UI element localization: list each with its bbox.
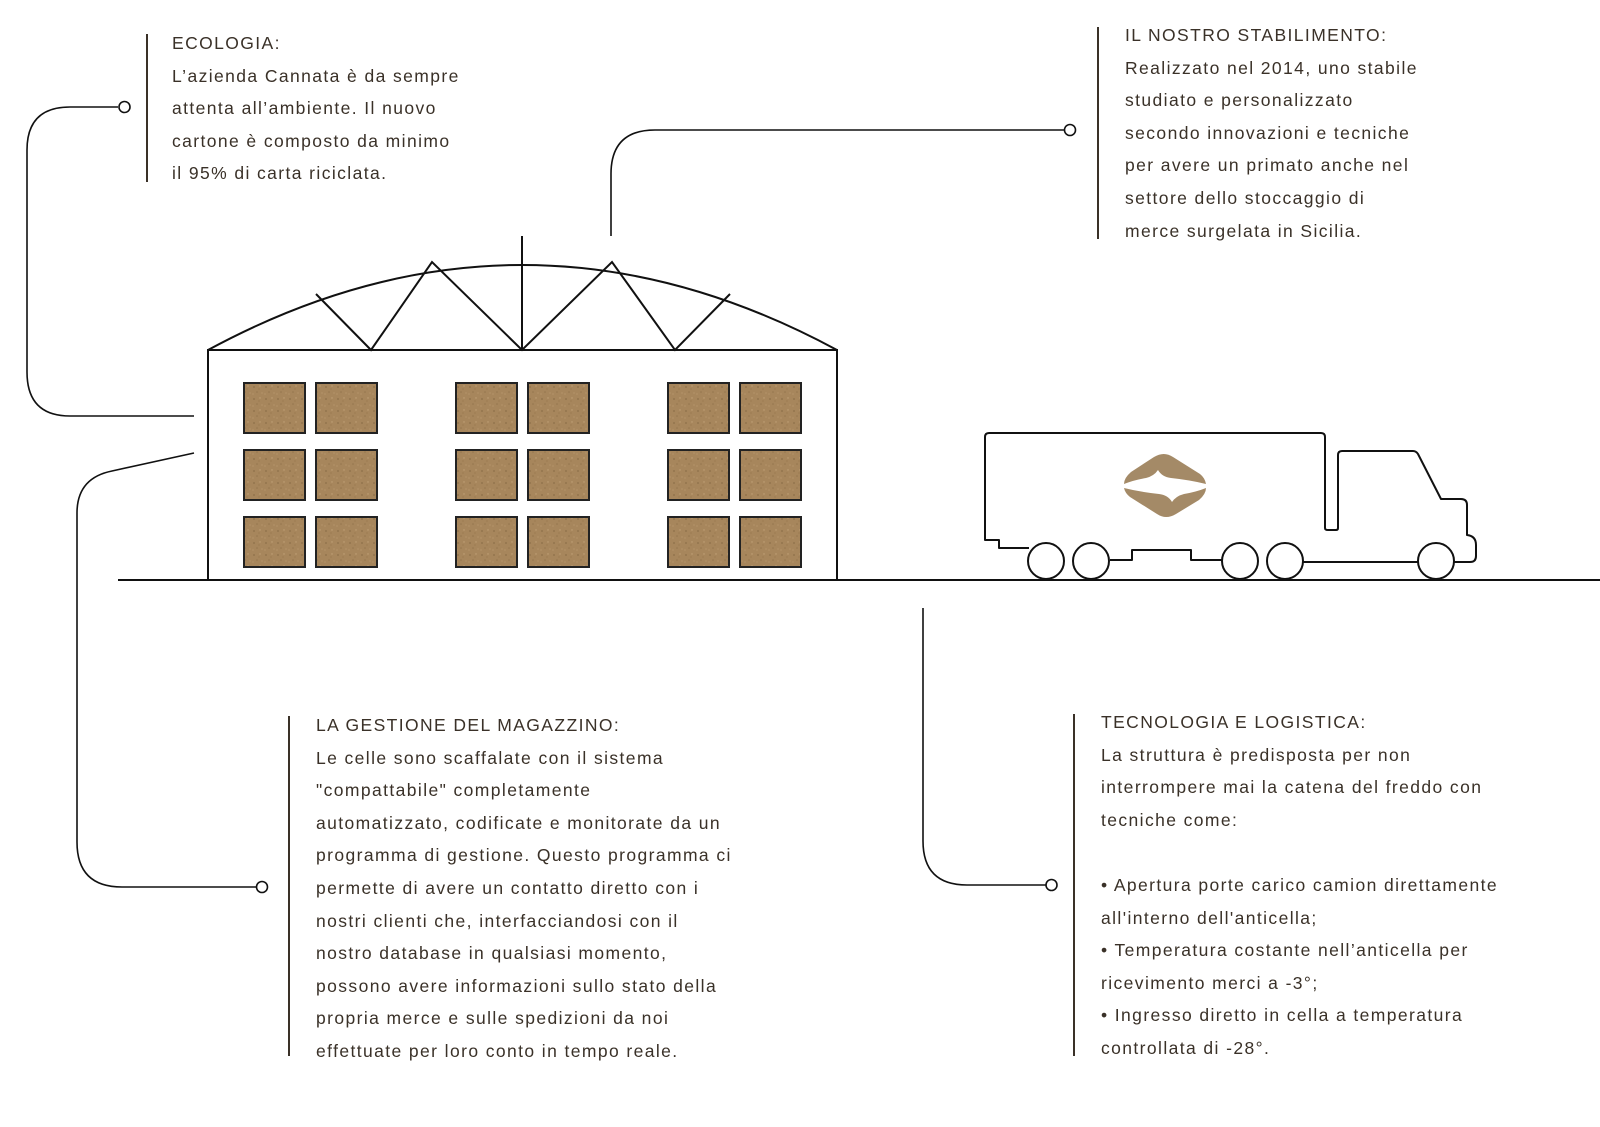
tecnologia-bullet-line: ricevimento merci a -3°; [1101,972,1319,993]
warehouse-icon [207,236,838,580]
magazzino-line: "compattabile" completamente [316,780,592,801]
magazzino-line: nostro database in qualsiasi momento, [316,943,668,964]
magazzino-title: LA GESTIONE DEL MAGAZZINO: [316,715,621,735]
warehouse-boxes [243,382,802,568]
connector-lines [26,106,1064,888]
ecologia-line: cartone è composto da minimo [172,130,451,151]
tecnologia-divider [1073,714,1075,1056]
tecnologia-section: TECNOLOGIA E LOGISTICA: La struttura è p… [1101,706,1581,1065]
magazzino-line: programma di gestione. Questo programma … [316,845,732,866]
stabilimento-section: IL NOSTRO STABILIMENTO: Realizzato nel 2… [1125,19,1485,247]
tecnologia-bullet-line: • Ingresso diretto in cella a temperatur… [1101,1005,1464,1026]
connector-dots [118,100,1077,894]
magazzino-line: nostri clienti che, interfacciandosi con… [316,910,679,931]
magazzino-line: Le celle sono scaffalate con il sistema [316,747,665,768]
stabilimento-line: secondo innovazioni e tecniche [1125,122,1411,143]
ecologia-line: L’azienda Cannata è da sempre [172,65,460,86]
ecologia-section: ECOLOGIA: L’azienda Cannata è da sempre … [172,27,512,190]
stabilimento-title: IL NOSTRO STABILIMENTO: [1125,25,1388,45]
tecnologia-bullet-line: all'interno dell'anticella; [1101,907,1318,928]
ecologia-line: attenta all’ambiente. Il nuovo [172,98,437,119]
stabilimento-line: merce surgelata in Sicilia. [1125,220,1363,241]
tecnologia-intro-line: tecniche come: [1101,809,1239,830]
magazzino-line: permette di avere un contatto diretto co… [316,877,700,898]
tecnologia-bullet-line: • Temperatura costante nell’anticella pe… [1101,940,1469,961]
tecnologia-title: TECNOLOGIA E LOGISTICA: [1101,712,1367,732]
truck-icon [984,432,1477,580]
magazzino-line: possono avere informazioni sullo stato d… [316,975,718,996]
magazzino-line: effettuate per loro conto in tempo reale… [316,1040,679,1061]
magazzino-line: propria merce e sulle spedizioni da noi [316,1008,670,1029]
stabilimento-divider [1097,27,1099,239]
spacer [1101,836,1581,869]
magazzino-line: automatizzato, codificate e monitorate d… [316,812,721,833]
stabilimento-line: per avere un primato anche nel [1125,155,1410,176]
magazzino-divider [288,716,290,1056]
magazzino-section: LA GESTIONE DEL MAGAZZINO: Le celle sono… [316,709,816,1068]
brand-logo-icon [1124,454,1206,517]
stabilimento-line: Realizzato nel 2014, uno stabile [1125,57,1418,78]
ecologia-divider [146,34,148,182]
tecnologia-intro-line: interrompere mai la catena del freddo co… [1101,777,1483,798]
tecnologia-bullet-line: • Apertura porte carico camion direttame… [1101,874,1499,895]
tecnologia-bullet-line: controllata di -28°. [1101,1037,1271,1058]
ecologia-title: ECOLOGIA: [172,33,281,53]
tecnologia-intro-line: La struttura è predisposta per non [1101,744,1412,765]
ecologia-line: il 95% di carta riciclata. [172,163,388,184]
stabilimento-line: settore dello stoccaggio di [1125,187,1366,208]
stabilimento-line: studiato e personalizzato [1125,90,1354,111]
